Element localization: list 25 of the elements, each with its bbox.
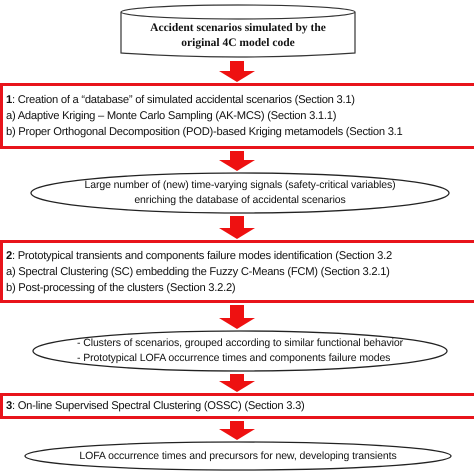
block-arrow <box>219 216 255 239</box>
step-panel <box>0 83 474 149</box>
node-text: LOFA occurrence times and precursors for new, developing transients <box>79 448 397 464</box>
output-ellipse <box>24 441 452 471</box>
step-text: 3: On-line Supervised Spectral Clustering (OSSC) (Section 3.3) <box>6 399 305 414</box>
step-panel <box>0 393 474 419</box>
output-ellipse <box>30 172 450 214</box>
step-text: 1: Creation of a “database” of simulated accidental scenarios (Section 3.1) <box>6 93 355 108</box>
block-arrow <box>219 151 255 171</box>
node-text: Accident scenarios simulated by the original 4C model code <box>149 20 327 50</box>
node-text: - Prototypical LOFA occurrence times and components failure modes <box>77 351 392 366</box>
block-arrow <box>219 305 255 329</box>
step-text: b) Proper Orthogonal Decomposition (POD)-based Kriging metamodels (Section 3.1 <box>6 125 402 140</box>
output-ellipse <box>32 330 448 372</box>
node-text: Large number of (new) time-varying signals (safety-critical variables) enriching the database of accidental scenarios <box>83 178 397 208</box>
step-text: b) Post-processing of the clusters (Section 3.2.2) <box>6 280 236 296</box>
step-text: 2: Prototypical transients and components failure modes identification (Section 3.2 <box>6 248 392 264</box>
block-arrow <box>219 421 255 440</box>
step-text: a) Spectral Clustering (SC) embedding the Fuzzy C-Means (FCM) (Section 3.2.1) <box>6 264 390 280</box>
node-text: - Clusters of scenarios, grouped according to similar functional behavior <box>77 336 403 351</box>
database-cylinder <box>120 4 356 59</box>
step-panel <box>0 240 474 303</box>
step-text: a) Adaptive Kriging – Monte Carlo Sampling (AK-MCS) (Section 3.1.1) <box>6 109 336 124</box>
block-arrow <box>219 61 255 82</box>
block-arrow <box>219 374 255 392</box>
